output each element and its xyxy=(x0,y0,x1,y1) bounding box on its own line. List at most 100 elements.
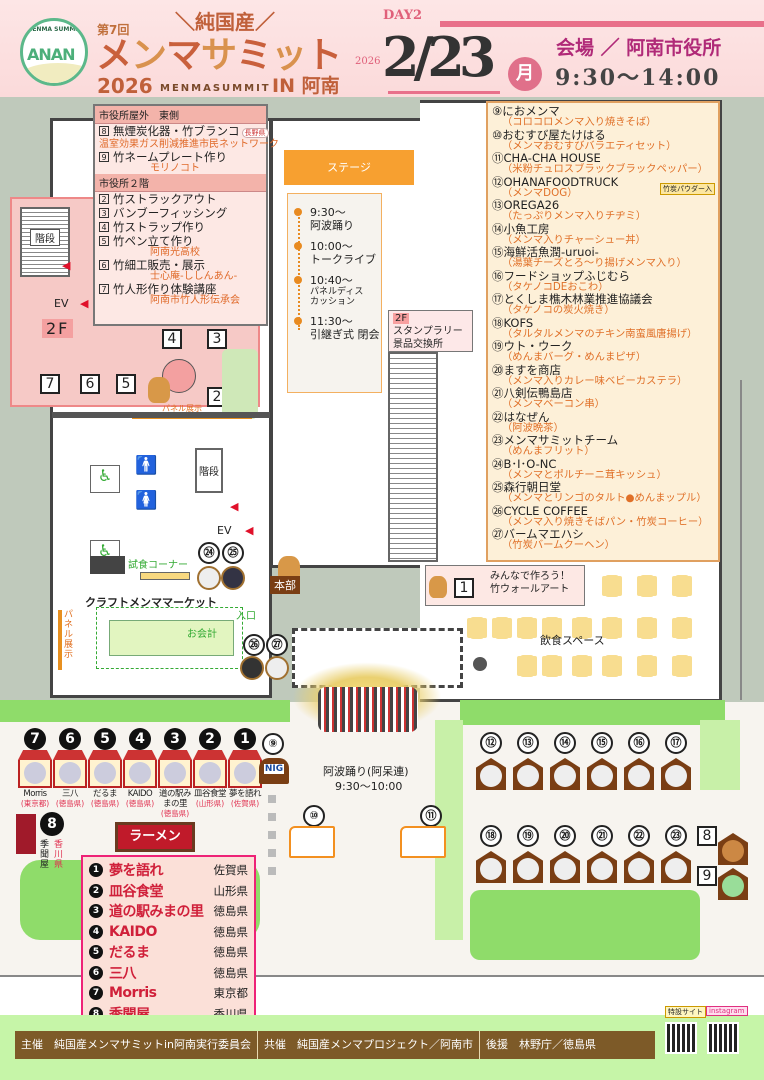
activity-name: 竹ペン立て作り xyxy=(113,234,194,248)
booth-body xyxy=(18,760,52,788)
title-char: マ xyxy=(166,35,202,76)
activity-number: 6 xyxy=(99,260,109,270)
booth-8-banner xyxy=(16,814,36,854)
booth-logo xyxy=(94,762,116,784)
booth-logo xyxy=(197,566,221,590)
activity-host: 温室効果ガス削減推進市民ネットワーク xyxy=(99,139,279,150)
activity-name: バンブーフィッシング xyxy=(113,206,228,220)
booth-number: ⑮ xyxy=(591,732,613,754)
shop-name: ㉖CYCLE COFFEE xyxy=(492,503,588,518)
booth-number: 3 xyxy=(164,728,186,750)
food-booth: ㉑ xyxy=(587,825,617,883)
market-tables xyxy=(109,620,234,656)
stairs-east xyxy=(388,352,438,562)
legend-prefecture: 山形県 xyxy=(213,883,249,898)
shop-menu: （タケノコDEおこわ） xyxy=(502,280,609,293)
booth-number: ⑨ xyxy=(262,733,284,755)
shop-menu: （竹炭バームクーヘン） xyxy=(502,539,615,551)
shop-menu: （コロコロメンマ入り焼きそば） xyxy=(502,116,657,128)
activity-name: 竹ネームプレート作り xyxy=(113,150,227,164)
booth-number: ㉓ xyxy=(665,825,687,847)
support: 後援 林野庁／徳島県 xyxy=(486,1038,597,1051)
dance-time: 9:30～10:00 xyxy=(335,780,403,793)
lawn xyxy=(0,700,290,722)
booth-9-logo-text: NIG xyxy=(263,764,285,774)
organizer: 主催 純国産メンマサミットin阿南実行委員会 xyxy=(15,1031,259,1059)
logo-arc-text: MENMA SUMMIT xyxy=(26,26,82,33)
activity-number: 3 xyxy=(99,208,109,218)
legend-prefecture: 佐賀県 xyxy=(213,863,249,878)
stepping-stones xyxy=(268,795,276,875)
schedule-item: 9:30～阿波踊り xyxy=(294,206,381,232)
food-booth: ⑮ xyxy=(587,732,617,790)
panel-label-vertical: パネル展示 xyxy=(64,610,74,660)
booth-name: KAIDO xyxy=(127,789,153,799)
stairs-label: 階段 xyxy=(195,448,223,493)
booth-logo xyxy=(199,762,221,784)
dining-table xyxy=(520,617,534,639)
booth-hut xyxy=(550,758,580,790)
booth-number: ㉔ xyxy=(198,542,220,564)
dining-table xyxy=(545,655,559,677)
booth-body xyxy=(53,760,87,788)
booth-box-9: 9 xyxy=(697,866,717,886)
stamp-rally-exchange: 2F スタンプラリー 景品交換所 xyxy=(388,310,473,352)
booth-prefecture: (山形県) xyxy=(195,799,225,808)
legend-prefecture: 徳島県 xyxy=(213,945,249,960)
floor-tag: 2F xyxy=(393,313,410,324)
food-booth: ⑲ xyxy=(513,825,543,883)
shop-name: ⑩おむすび屋たけはる xyxy=(492,127,606,142)
legend-shop: Morris xyxy=(109,985,157,1002)
eating-space-label: 飲食スペース xyxy=(540,634,605,647)
schedule-label: 阿波踊り xyxy=(310,219,354,232)
booth-number: 8 xyxy=(40,812,64,836)
booth-logo xyxy=(665,858,687,880)
booth-prefecture: (佐賀県) xyxy=(230,799,260,808)
booth-box-8: 8 xyxy=(697,826,717,846)
food-booth: ⑳ xyxy=(550,825,580,883)
booth-number: ㉕ xyxy=(222,542,244,564)
booth-number: ⑲ xyxy=(517,825,539,847)
dancers-photo xyxy=(318,687,418,732)
booth-body xyxy=(88,760,122,788)
schedule-item: 11:30～引継ぎ式 閉会 xyxy=(294,315,381,341)
shop-name: ⑫OHANAFOODTRUCK xyxy=(492,174,619,189)
qr-code-site[interactable] xyxy=(665,1022,697,1054)
booth-logo xyxy=(164,762,186,784)
shop-name: ⑱KOFS xyxy=(492,315,534,330)
legend-number: 4 xyxy=(89,924,103,939)
origin-badge: 長野県 xyxy=(241,128,269,138)
dining-table xyxy=(575,617,589,639)
header: MENMA SUMMIT ANAN 第7回 ＼純国産／ メンマサミット 2026… xyxy=(0,0,764,97)
entrance-label: 入口 xyxy=(236,611,256,622)
shop-name: ⑳ますを商店 xyxy=(492,362,561,377)
edition: 第7回 xyxy=(97,23,130,37)
qr-code-instagram[interactable] xyxy=(707,1022,739,1054)
activity-host: 阿南光高校 xyxy=(150,247,200,258)
booth-name: 道の駅みまの里 xyxy=(158,789,192,809)
section-heading: 市役所２階 xyxy=(95,174,266,192)
booth-hut xyxy=(587,851,617,883)
booth-number: ⑪ xyxy=(420,805,442,827)
dining-table xyxy=(545,617,559,639)
booth-number: ㉑ xyxy=(591,825,613,847)
legend-number: 2 xyxy=(89,883,103,898)
subtitle: ＼純国産／ xyxy=(175,10,275,34)
booth-body xyxy=(158,760,192,788)
dining-table xyxy=(575,655,589,677)
tasting-counter xyxy=(140,572,190,580)
booth-8-name: 季聞屋 xyxy=(40,840,50,870)
legend-number: 3 xyxy=(89,904,103,919)
activity-name: 竹ストラックアウト xyxy=(113,192,217,206)
